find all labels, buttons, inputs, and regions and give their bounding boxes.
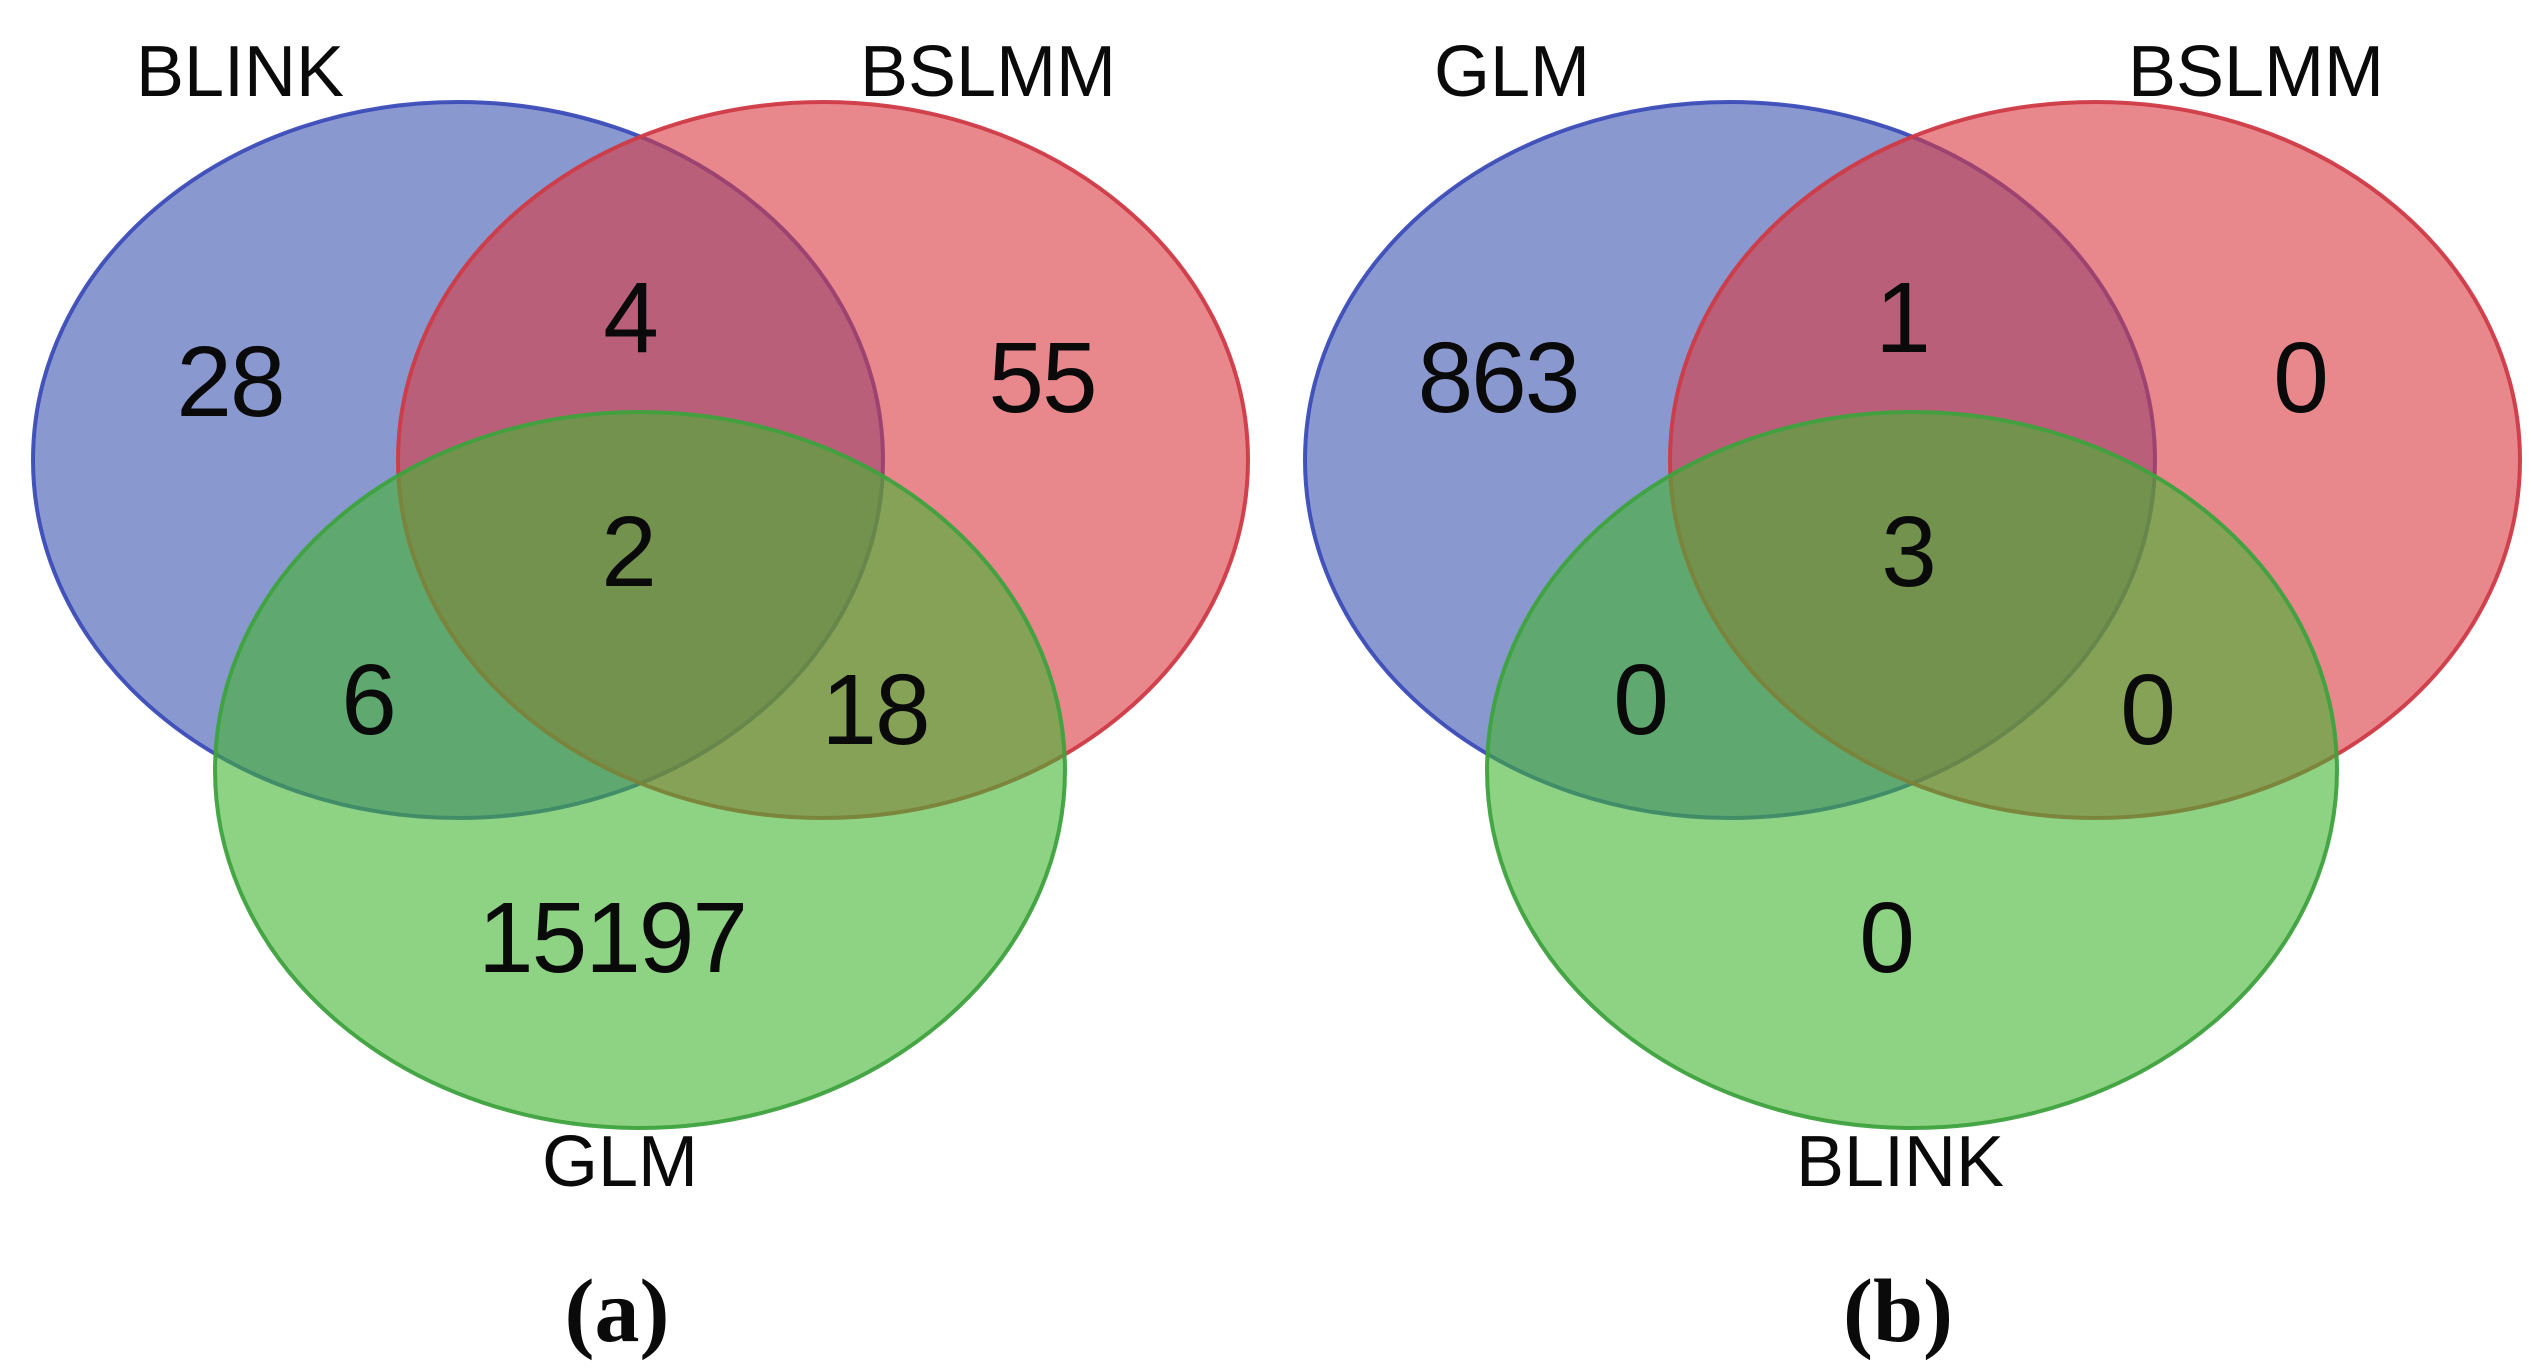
venn-b-ellipse-bottom-green xyxy=(1485,410,2339,1130)
venn-b-count-top-pair: 1 xyxy=(1875,262,1931,374)
venn-a-caption: (a) xyxy=(564,1262,670,1361)
venn-a-count-top-right-only: 55 xyxy=(988,322,1097,434)
venn-a-ellipse-bottom-green xyxy=(213,410,1067,1130)
venn-a-count-center: 2 xyxy=(601,496,657,608)
venn-b-label-top-right: BSLMM xyxy=(2127,32,2385,112)
venn-a-label-top-left: BLINK xyxy=(135,32,345,112)
venn-b-caption: (b) xyxy=(1843,1262,1953,1361)
venn-a-count-right-pair: 18 xyxy=(821,654,930,766)
venn-b-count-right-pair: 0 xyxy=(2120,654,2176,766)
venn-b-label-top-left: GLM xyxy=(1433,32,1591,112)
venn-a-count-left-pair: 6 xyxy=(341,644,397,756)
venn-b-count-left-pair: 0 xyxy=(1613,644,1669,756)
venn-b-count-center: 3 xyxy=(1881,496,1937,608)
venn-b-count-bottom-only: 0 xyxy=(1859,882,1915,994)
venn-a-count-top-pair: 4 xyxy=(603,262,659,374)
venn-a-count-top-left-only: 28 xyxy=(176,326,285,438)
venn-a-count-bottom-only: 15197 xyxy=(477,882,748,994)
venn-a-label-top-right: BSLMM xyxy=(859,32,1117,112)
venn-b-count-top-right-only: 0 xyxy=(2273,322,2329,434)
venn-b-label-bottom: BLINK xyxy=(1795,1122,2005,1202)
venn-b-count-top-left-only: 863 xyxy=(1417,322,1581,434)
venn-a-label-bottom: GLM xyxy=(541,1122,699,1202)
